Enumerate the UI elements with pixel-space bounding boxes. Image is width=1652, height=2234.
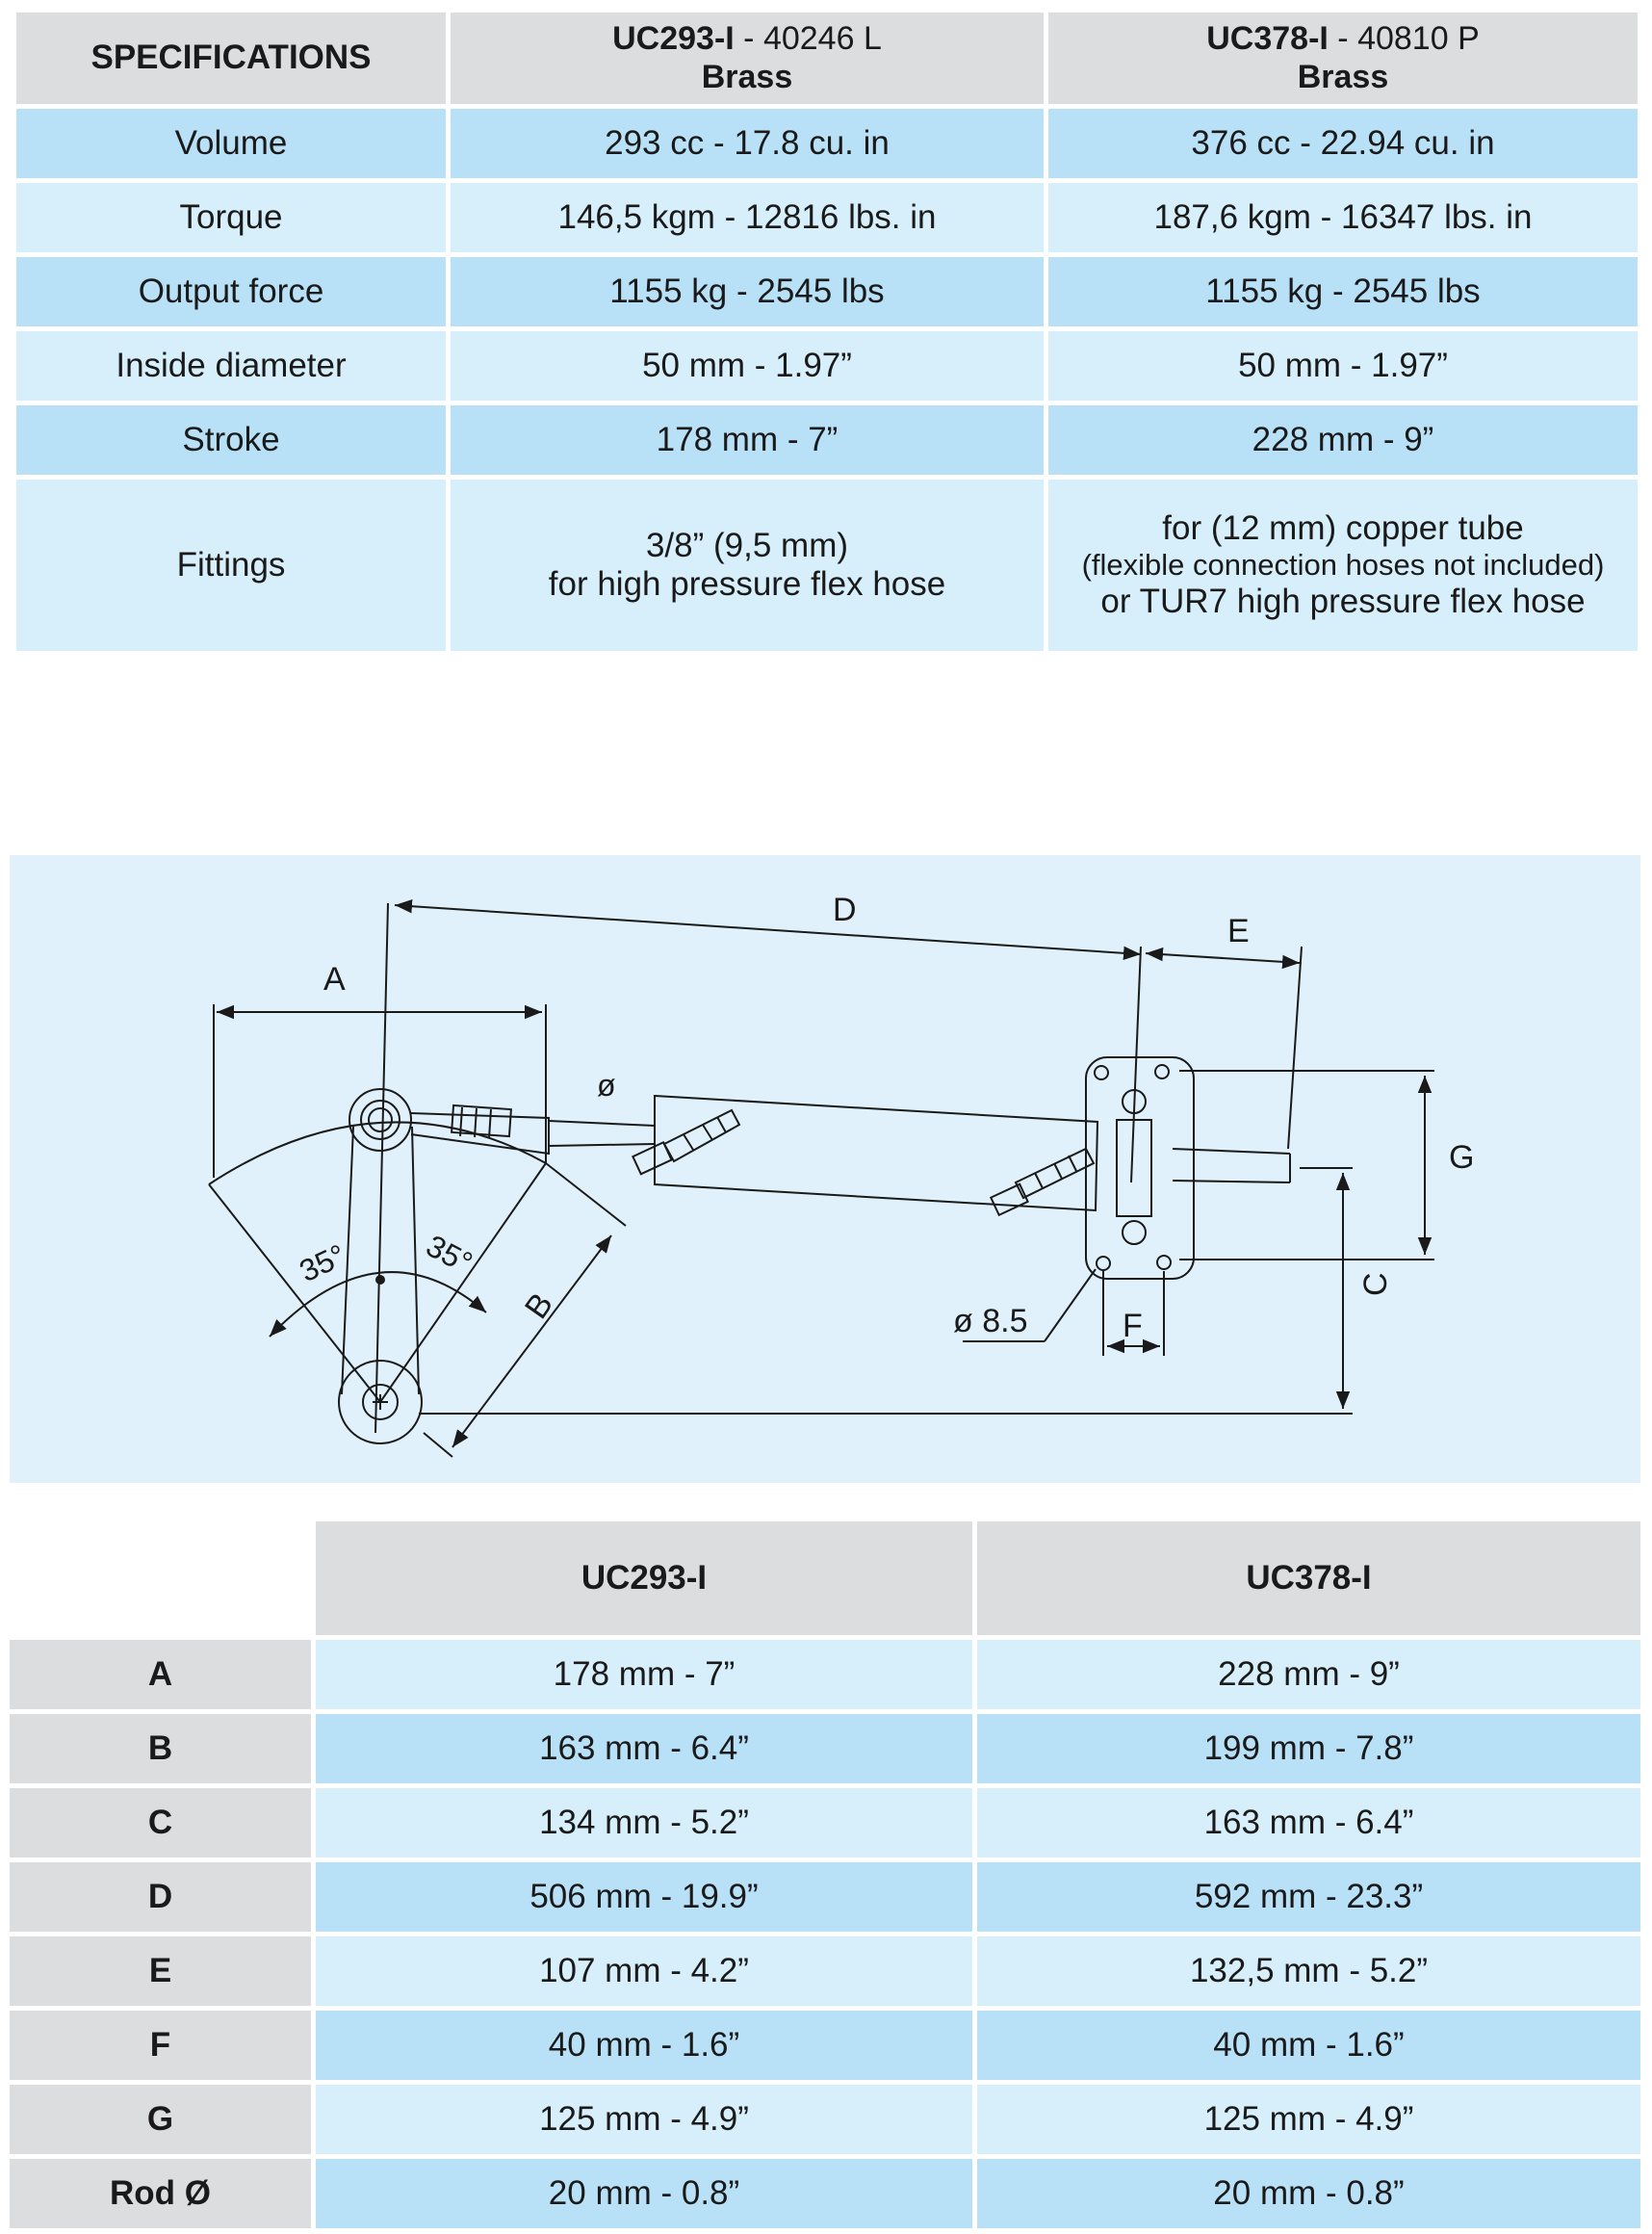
spec-row-value: 187,6 kgm - 16347 lbs. in bbox=[1048, 183, 1638, 252]
fittings-label: Fittings bbox=[16, 480, 446, 651]
spec-row-value: 1155 kg - 2545 lbs bbox=[451, 257, 1044, 326]
dims-row-value: 132,5 mm - 5.2” bbox=[977, 1936, 1640, 2006]
model-2-code: - 40810 P bbox=[1328, 20, 1480, 58]
dims-row-value: 107 mm - 4.2” bbox=[316, 1936, 972, 2006]
spec-header-model-2: UC378-I - 40810 P Brass bbox=[1048, 13, 1638, 104]
dims-header-model-1: UC293-I bbox=[316, 1521, 972, 1635]
cylinder-drawing: D E A ø G 35° 35° B ø 8.5 F C bbox=[208, 892, 1474, 1458]
dims-row-value: 163 mm - 6.4” bbox=[316, 1714, 972, 1783]
dims-row-value: 592 mm - 23.3” bbox=[977, 1862, 1640, 1932]
model-2-material: Brass bbox=[1297, 58, 1389, 95]
spec-row-label: Torque bbox=[16, 183, 446, 252]
spec-row-value: 50 mm - 1.97” bbox=[1048, 331, 1638, 401]
label-rod: ø bbox=[597, 1068, 616, 1103]
spec-row-value: 376 cc - 22.94 cu. in bbox=[1048, 109, 1638, 178]
dims-row-value: 228 mm - 9” bbox=[977, 1640, 1640, 1709]
dims-row-value: 134 mm - 5.2” bbox=[316, 1788, 972, 1857]
rod-end-eye bbox=[348, 1088, 412, 1152]
dims-header-blank bbox=[10, 1521, 311, 1635]
spec-row-value: 50 mm - 1.97” bbox=[451, 331, 1044, 401]
label-angle-left: 35° bbox=[294, 1237, 350, 1288]
fittings-2-line-2: (flexible connection hoses not included) bbox=[1081, 548, 1605, 583]
fittings-value-2: for (12 mm) copper tube (flexible connec… bbox=[1048, 480, 1638, 651]
dims-row-value: 20 mm - 0.8” bbox=[316, 2159, 972, 2228]
dims-row-label: C bbox=[10, 1788, 311, 1857]
dims-header-model-1-text: UC293-I bbox=[581, 1558, 708, 1597]
dims-row-label: F bbox=[10, 2011, 311, 2080]
dims-row-value: 40 mm - 1.6” bbox=[316, 2011, 972, 2080]
tiller-pivot bbox=[338, 1360, 423, 1444]
mounting-bracket bbox=[1085, 1056, 1195, 1280]
fittings-value-1: 3/8” (9,5 mm) for high pressure flex hos… bbox=[451, 480, 1044, 651]
dimension-diagram: D E A ø G 35° 35° B ø 8.5 F C bbox=[10, 855, 1640, 1483]
dims-row-value: 125 mm - 4.9” bbox=[316, 2085, 972, 2154]
label-b: B bbox=[518, 1286, 560, 1325]
dims-row-value: 178 mm - 7” bbox=[316, 1640, 972, 1709]
spec-row-value: 228 mm - 9” bbox=[1048, 405, 1638, 475]
dims-row-value: 40 mm - 1.6” bbox=[977, 2011, 1640, 2080]
dims-row-label: G bbox=[10, 2085, 311, 2154]
spec-row-value: 293 cc - 17.8 cu. in bbox=[451, 109, 1044, 178]
dims-header-model-2: UC378-I bbox=[977, 1521, 1640, 1635]
dims-row-label: E bbox=[10, 1936, 311, 2006]
dims-row-value: 506 mm - 19.9” bbox=[316, 1862, 972, 1932]
spec-row-value: 1155 kg - 2545 lbs bbox=[1048, 257, 1638, 326]
dims-row-label: D bbox=[10, 1862, 311, 1932]
label-d: D bbox=[833, 892, 857, 928]
spec-header-label-text: SPECIFICATIONS bbox=[90, 39, 372, 77]
fittings-2-line-1: for (12 mm) copper tube bbox=[1162, 508, 1524, 547]
fittings-1-line-1: 3/8” (9,5 mm) bbox=[645, 526, 849, 564]
spec-row-label: Volume bbox=[16, 109, 446, 178]
spec-header-label: SPECIFICATIONS bbox=[16, 13, 446, 104]
model-2-name: UC378-I bbox=[1206, 20, 1329, 58]
spec-row-value: 146,5 kgm - 12816 lbs. in bbox=[451, 183, 1044, 252]
dims-row-value: 125 mm - 4.9” bbox=[977, 2085, 1640, 2154]
label-g: G bbox=[1449, 1139, 1474, 1176]
dims-row-label: B bbox=[10, 1714, 311, 1783]
dimensions-table: UC293-I UC378-I A 178 mm - 7” 228 mm - 9… bbox=[10, 1521, 1640, 2228]
label-c: C bbox=[1357, 1272, 1394, 1296]
dims-header-model-2-text: UC378-I bbox=[1246, 1558, 1372, 1597]
label-f: F bbox=[1123, 1308, 1143, 1344]
specifications-table: SPECIFICATIONS UC293-I - 40246 L Brass U… bbox=[16, 13, 1638, 651]
dims-row-label: A bbox=[10, 1640, 311, 1709]
dims-row-value: 163 mm - 6.4” bbox=[977, 1788, 1640, 1857]
spec-row-label: Inside diameter bbox=[16, 331, 446, 401]
spec-header-model-1: UC293-I - 40246 L Brass bbox=[451, 13, 1044, 104]
label-a: A bbox=[323, 961, 346, 998]
fittings-2-line-3: or TUR7 high pressure flex hose bbox=[1100, 582, 1586, 620]
label-hole: ø 8.5 bbox=[953, 1303, 1027, 1339]
spec-row-label: Stroke bbox=[16, 405, 446, 475]
model-1-name: UC293-I bbox=[612, 20, 735, 58]
fittings-1-line-2: for high pressure flex hose bbox=[548, 565, 946, 603]
spec-row-value: 178 mm - 7” bbox=[451, 405, 1044, 475]
dims-row-value: 199 mm - 7.8” bbox=[977, 1714, 1640, 1783]
dims-row-value: 20 mm - 0.8” bbox=[977, 2159, 1640, 2228]
dims-row-label: Rod Ø bbox=[10, 2159, 311, 2228]
label-e: E bbox=[1227, 913, 1250, 949]
model-1-material: Brass bbox=[701, 58, 793, 95]
spec-row-label: Output force bbox=[16, 257, 446, 326]
model-1-code: - 40246 L bbox=[734, 20, 882, 58]
